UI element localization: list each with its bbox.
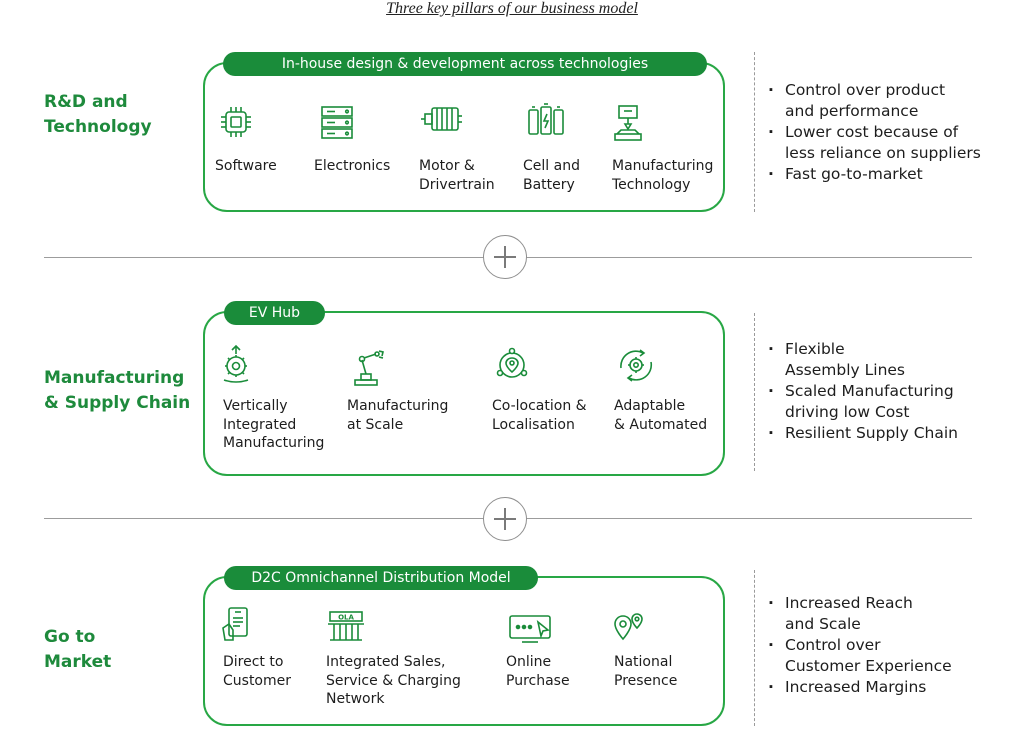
gear-arrows-icon bbox=[220, 344, 252, 384]
location-network-icon bbox=[494, 346, 530, 382]
plus-icon bbox=[483, 497, 527, 541]
item-label-motor: Motor & Drivertrain bbox=[419, 158, 495, 193]
battery-cells-icon bbox=[526, 102, 566, 138]
bullet-item: Resilient Supply Chain bbox=[768, 423, 958, 444]
server-rack-icon bbox=[320, 104, 354, 140]
item-label-online: Online Purchase bbox=[506, 654, 570, 689]
item-label-battery: Cell and Battery bbox=[523, 158, 580, 193]
map-pins-icon bbox=[612, 612, 646, 642]
bullets-rnd: Control over product and performance Low… bbox=[768, 80, 981, 185]
bullets-manufacturing: Flexible Assembly Lines Scaled Manufactu… bbox=[768, 339, 958, 444]
rnd-pill: In-house design & development across tec… bbox=[223, 52, 707, 76]
item-label-mfg-tech: Manufacturing Technology bbox=[612, 158, 714, 193]
storefront-sign: OLA bbox=[338, 614, 354, 622]
divider-dashed bbox=[754, 52, 755, 212]
robot-arm-icon bbox=[352, 348, 386, 386]
item-label-d2c: Direct to Customer bbox=[223, 654, 292, 689]
storefront-icon: OLA bbox=[326, 610, 366, 642]
divider-dashed bbox=[754, 313, 755, 471]
plus-icon bbox=[483, 235, 527, 279]
chip-icon bbox=[218, 104, 254, 140]
gear-cycle-icon bbox=[613, 348, 659, 382]
cnc-machine-icon bbox=[613, 104, 645, 142]
item-label-scale: Manufacturing at Scale bbox=[347, 398, 449, 433]
motor-icon bbox=[420, 104, 464, 136]
bullet-item: Fast go-to-market bbox=[768, 164, 981, 185]
bullet-item: Increased Margins bbox=[768, 677, 952, 698]
pillar-label-gtm: Go to Market bbox=[44, 627, 112, 672]
manufacturing-box bbox=[203, 311, 725, 476]
bullet-item: Increased Reach and Scale bbox=[768, 593, 952, 635]
browser-cursor-icon bbox=[508, 614, 554, 644]
pillar-label-rnd: R&D and Technology bbox=[44, 92, 152, 137]
bullet-item: Flexible Assembly Lines bbox=[768, 339, 958, 381]
item-label-vertical: Vertically Integrated Manufacturing bbox=[223, 398, 325, 451]
manufacturing-pill: EV Hub bbox=[224, 301, 325, 325]
divider-dashed bbox=[754, 570, 755, 726]
bullet-item: Scaled Manufacturing driving low Cost bbox=[768, 381, 958, 423]
item-label-electronics: Electronics bbox=[314, 158, 391, 174]
gtm-box bbox=[203, 576, 725, 726]
pillar-label-manufacturing: Manufacturing & Supply Chain bbox=[44, 368, 191, 413]
gtm-pill: D2C Omnichannel Distribution Model bbox=[224, 566, 538, 590]
bullet-item: Control over Customer Experience bbox=[768, 635, 952, 677]
page-title: Three key pillars of our business model bbox=[386, 0, 638, 17]
item-label-software: Software bbox=[215, 158, 277, 174]
item-label-national: National Presence bbox=[614, 654, 678, 689]
bullets-gtm: Increased Reach and Scale Control over C… bbox=[768, 593, 952, 698]
phone-hand-icon bbox=[221, 606, 255, 642]
bullet-item: Lower cost because of less reliance on s… bbox=[768, 122, 981, 164]
item-label-integrated: Integrated Sales, Service & Charging Net… bbox=[326, 654, 461, 707]
bullet-item: Control over product and performance bbox=[768, 80, 981, 122]
item-label-adaptable: Adaptable & Automated bbox=[614, 398, 708, 433]
item-label-colocation: Co-location & Localisation bbox=[492, 398, 587, 433]
